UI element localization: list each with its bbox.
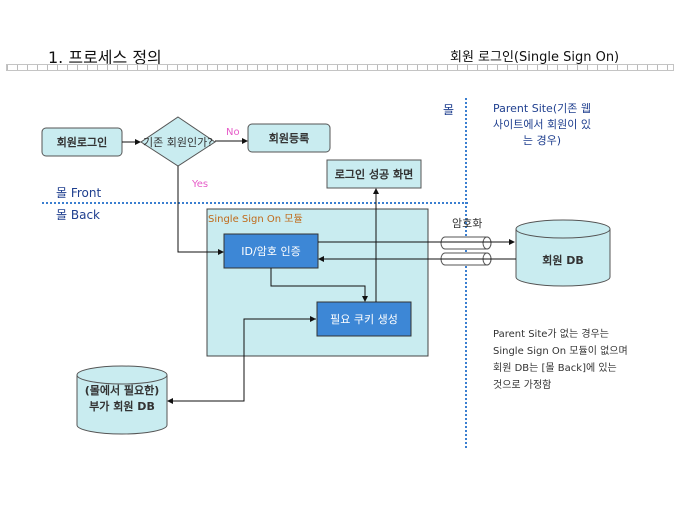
member-registration-box <box>247 123 331 153</box>
member-registration-node: 회원등록 <box>268 132 310 145</box>
note-line: Parent Site가 없는 경우는 <box>493 329 609 340</box>
mall-label: 몰 <box>443 103 455 117</box>
note-line: Single Sign On 모듈이 없으며 <box>493 346 628 357</box>
additional-db-line2: 부가 회원 DB <box>89 400 155 413</box>
login-success-node: 로그인 성공 화면 <box>334 168 414 181</box>
edge-auth-to-cookie <box>270 268 368 302</box>
edge-decision-yes <box>177 166 224 255</box>
existing-member-decision-label: 기존 회원인가? <box>142 136 214 149</box>
section-title: 1. 프로세스 정의 <box>48 48 162 67</box>
mall-front-label: 몰 Front <box>56 186 102 200</box>
parent-site-label: Parent Site(기존 웹 사이트에서 회원이 있는 경우) <box>492 102 592 147</box>
member-db-node: 회원 DB <box>542 254 584 267</box>
id-auth-node: ID/암호 인증 <box>241 245 301 258</box>
note-line: 회원 DB는 [몰 Back]에 있는 <box>493 363 617 374</box>
cookie-box <box>316 301 412 337</box>
mall-back-label: 몰 Back <box>56 208 100 222</box>
encryption-label: 암호화 <box>452 217 483 230</box>
header-grid-strip <box>6 64 674 71</box>
additional-db-line1: (몰에서 필요한) <box>84 384 160 397</box>
assumption-note: Parent Site가 없는 경우는 Single Sign On 모듈이 없… <box>493 326 628 394</box>
page-title: 회원 로그인(Single Sign On) <box>450 50 620 65</box>
additional-db-cylinder <box>76 365 168 435</box>
no-label: No <box>226 127 240 138</box>
cookie-node: 필요 쿠키 생성 <box>330 313 398 326</box>
member-db-cylinder <box>515 219 611 287</box>
note-line: 것으로 가정함 <box>493 380 552 391</box>
encryption-pipe-top <box>440 236 492 250</box>
yes-label: Yes <box>192 179 209 190</box>
member-login-node: 회원로그인 <box>56 136 108 149</box>
sso-module-title: Single Sign On 모듈 <box>208 214 303 225</box>
